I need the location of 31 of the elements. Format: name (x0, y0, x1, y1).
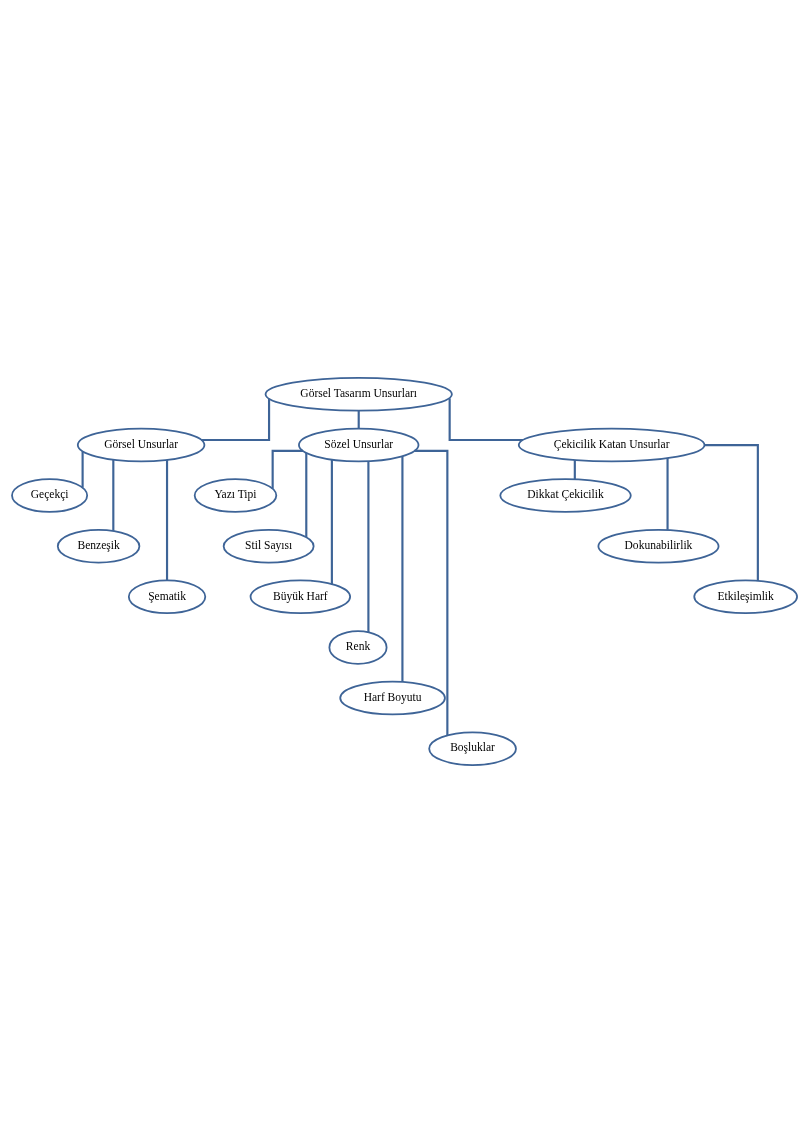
node-ellipse: Etkileşimlik (692, 579, 798, 614)
node-ellipse: Yazı Tipi (193, 477, 277, 513)
connector (304, 452, 307, 537)
node-ellipse: Dokunabilirlik (597, 528, 719, 563)
connector (703, 443, 759, 581)
connector (665, 457, 669, 530)
node-ellipse: Boşluklar (427, 730, 517, 766)
connector (330, 459, 333, 584)
node-ellipse: Büyük Harf (249, 579, 351, 614)
node-ellipse: Şematik (127, 579, 206, 614)
connector (413, 449, 448, 735)
node-ellipse: Görsel Unsurlar (76, 427, 205, 462)
connector (366, 460, 369, 632)
connector (200, 398, 270, 441)
node-ellipse: Dikkat Çekicilik (498, 477, 632, 513)
node-ellipse: Stil Sayısı (222, 528, 315, 563)
connector (271, 449, 303, 489)
connector (573, 459, 576, 479)
connector (357, 410, 360, 428)
connector (448, 397, 523, 441)
node-ellipse: Sözel Unsurlar (297, 427, 419, 462)
connector (111, 459, 114, 531)
node-ellipse: Geçekçi (10, 477, 88, 513)
connector (400, 455, 403, 682)
node-ellipse: Çekicilik Katan Unsurlar (517, 427, 705, 462)
node-ellipse: Renk (328, 629, 387, 665)
connector (81, 450, 84, 488)
node-ellipse: Benzeşik (56, 528, 140, 563)
connector (165, 459, 168, 580)
node-ellipse: Harf Boyutu (338, 680, 446, 715)
node-ellipse: Görsel Tasarım Unsurları (264, 376, 453, 412)
